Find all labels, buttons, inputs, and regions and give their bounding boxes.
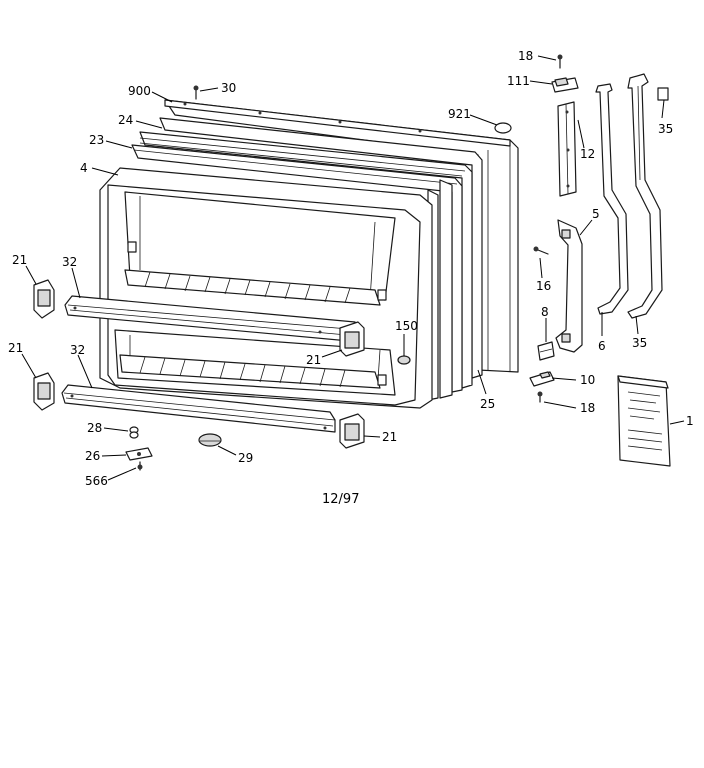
- screw-150: [397, 355, 411, 365]
- callout-labels: 18 900 30 111 921 24 35 23 12 4 5 21 32 …: [8, 49, 694, 488]
- part-26: [125, 447, 153, 461]
- literature-booklet: [617, 375, 671, 467]
- bracket-111: [551, 77, 579, 93]
- plug-921: [494, 122, 512, 134]
- callout-35-top: 35: [658, 122, 673, 136]
- inner-liner: [99, 167, 433, 409]
- handle-bracket-35: [627, 73, 663, 319]
- callout-5: 5: [592, 207, 600, 221]
- screw-18-bottom: [537, 391, 543, 403]
- callout-16: 16: [536, 279, 551, 293]
- callout-32-bottom: 32: [70, 343, 85, 357]
- leader-lines: [21, 55, 685, 481]
- callout-25: 25: [480, 397, 495, 411]
- callout-18-top: 18: [518, 49, 533, 63]
- end-cap-mid: [339, 321, 365, 357]
- date-code: 12/97: [322, 492, 359, 507]
- callout-21-left-bottom: 21: [8, 341, 23, 355]
- callout-23: 23: [89, 133, 104, 147]
- callout-28: 28: [87, 421, 102, 435]
- callout-21-mid: 21: [306, 353, 321, 367]
- handle-bracket-6: [595, 83, 629, 315]
- callout-150: 150: [395, 319, 418, 333]
- callout-10: 10: [580, 373, 595, 387]
- end-cap-left-top: [33, 279, 55, 319]
- callout-12: 12: [580, 147, 595, 161]
- callout-4: 4: [80, 161, 88, 175]
- callout-26: 26: [85, 449, 100, 463]
- screw-30: [193, 85, 199, 100]
- callout-21-left-top: 21: [12, 253, 27, 267]
- part-29: [198, 433, 222, 447]
- clip-8: [537, 341, 555, 361]
- callout-24: 24: [118, 113, 133, 127]
- screw-18-top: [557, 54, 563, 69]
- callout-900: 900: [128, 84, 151, 98]
- cap-35: [657, 87, 669, 101]
- callout-1: 1: [686, 414, 694, 428]
- bracket-5: [555, 219, 583, 353]
- callout-566: 566: [85, 474, 108, 488]
- screw-16: [533, 246, 549, 255]
- callout-18-bottom: 18: [580, 401, 595, 415]
- end-cap-right: [339, 413, 365, 449]
- booklet-text-lines: [627, 391, 663, 451]
- upper-shelf-ribs: [124, 269, 381, 306]
- callout-8: 8: [541, 305, 549, 319]
- hinge-strip-12: [557, 101, 577, 197]
- clip-10: [529, 371, 555, 387]
- callout-30: 30: [221, 81, 236, 95]
- lower-shelf-ribs: [119, 354, 381, 389]
- callout-29: 29: [238, 451, 253, 465]
- callout-921: 921: [448, 107, 471, 121]
- callout-6: 6: [598, 339, 606, 353]
- outer-door-panel: [164, 99, 519, 373]
- callout-32-top: 32: [62, 255, 77, 269]
- part-566: [137, 461, 143, 471]
- callout-111: 111: [507, 74, 530, 88]
- shelf-bar-bottom: [61, 384, 336, 433]
- callout-21-right: 21: [382, 430, 397, 444]
- end-cap-left-bottom: [33, 372, 55, 411]
- callout-35-bottom: 35: [632, 336, 647, 350]
- part-28: [129, 426, 139, 439]
